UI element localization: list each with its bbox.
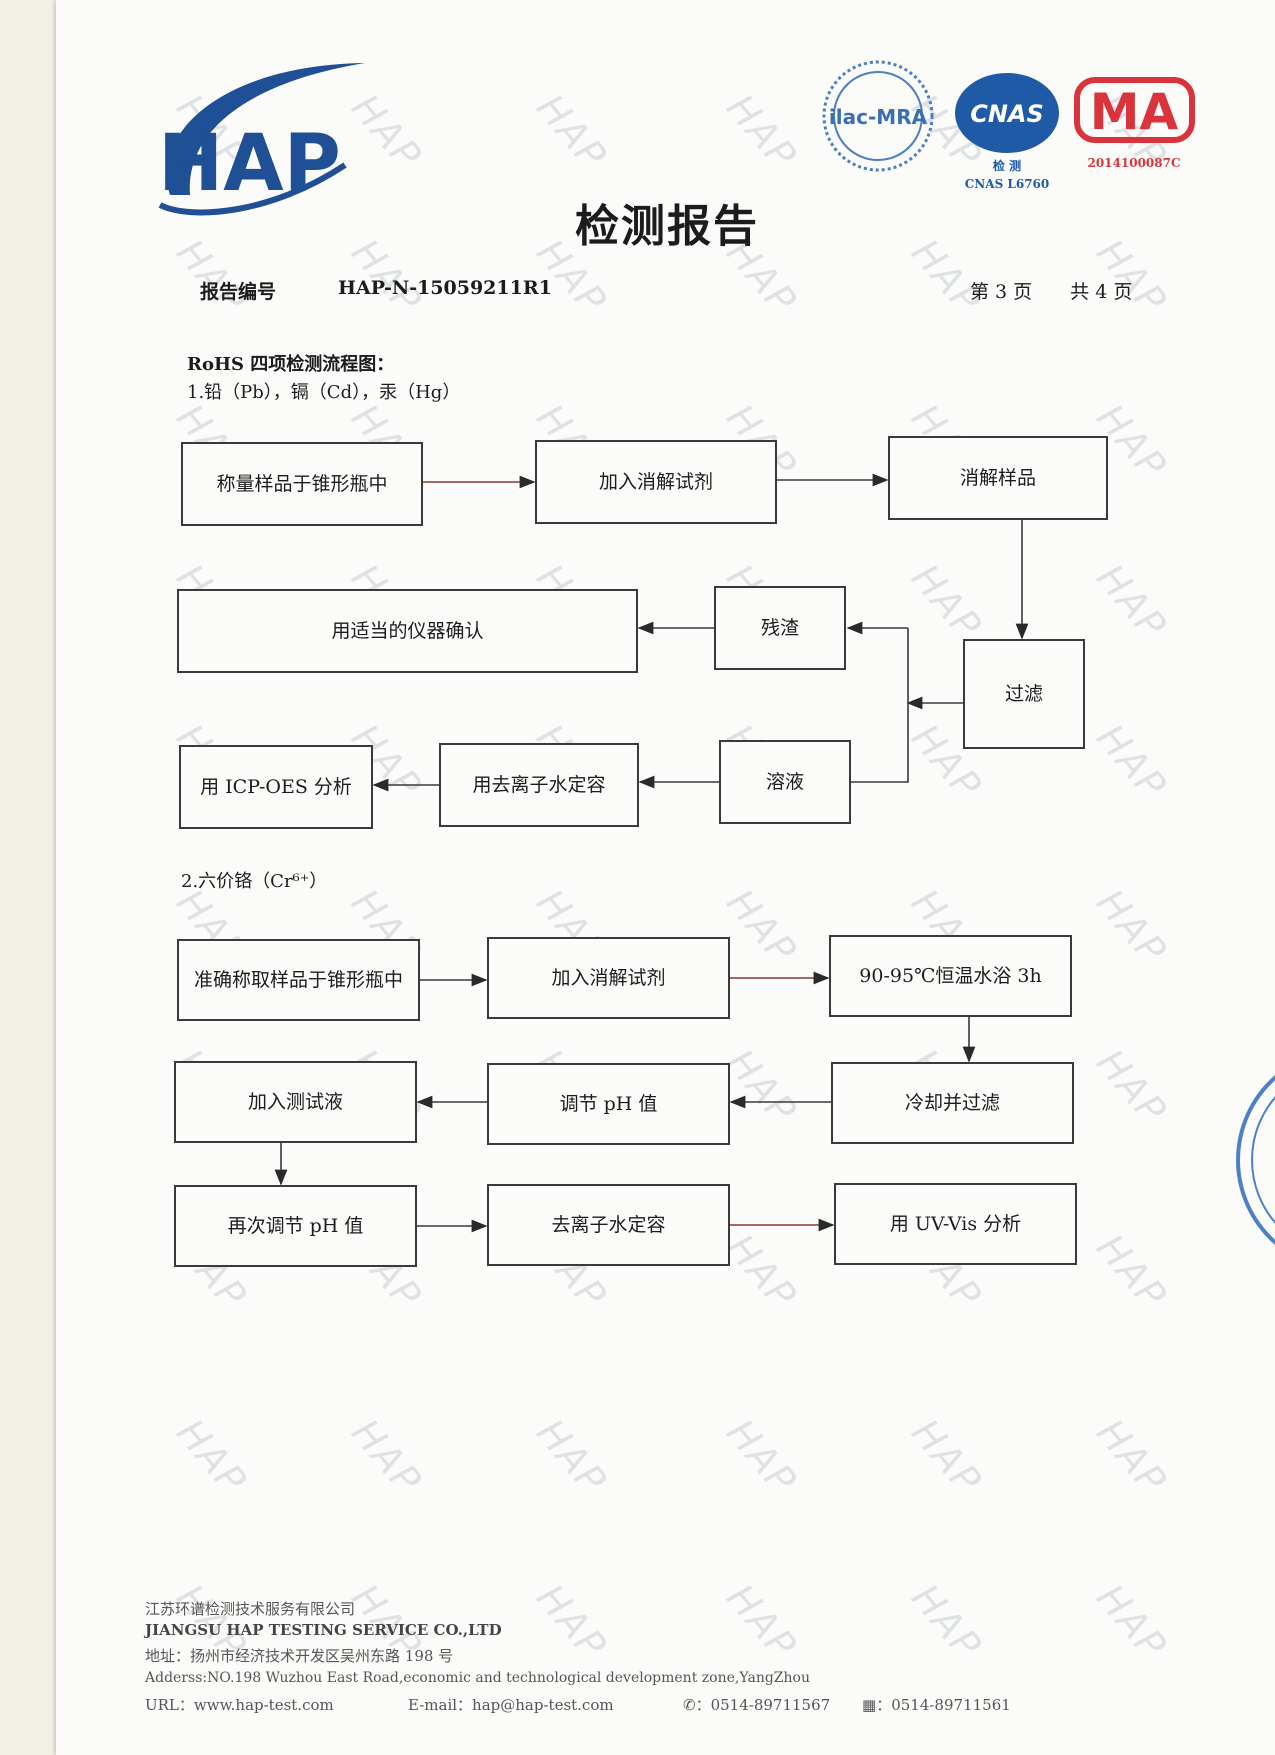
section-title: RoHS 四项检测流程图： <box>187 354 395 375</box>
flow1-step-dilute: 用去离子水定容 <box>439 743 639 827</box>
phone-number: ：0514-89711567 <box>695 1696 831 1714</box>
flow1-step-instrument-confirm: 用适当的仪器确认 <box>177 589 638 673</box>
flow1-step-weigh: 称量样品于锥形瓶中 <box>181 442 423 526</box>
cnas-code: CNAS L6760 <box>965 177 1050 191</box>
bracket-f1 <box>851 628 909 783</box>
document-page <box>56 0 1275 1755</box>
cnas-text: CNAS <box>970 100 1044 128</box>
flow2-step-add-reagent: 加入消解试剂 <box>487 937 730 1019</box>
footer-address-en: Adderss:NO.198 Wuzhou East Road,economic… <box>145 1670 810 1686</box>
flow1-step-add-reagent: 加入消解试剂 <box>535 440 777 524</box>
fax-icon: ▦ <box>862 1696 877 1714</box>
cma-seal: MA 2014100087C <box>1074 77 1195 170</box>
footer-url: URL：www.hap-test.com <box>145 1696 334 1714</box>
hap-logo: HAP <box>158 63 365 216</box>
flow2-step-dilute: 去离子水定容 <box>487 1184 730 1266</box>
ma-code: 2014100087C <box>1087 156 1180 170</box>
footer-address-cn: 地址：扬州市经济技术开发区吴州东路 198 号 <box>145 1647 454 1665</box>
footer-company-en: JIANGSU HAP TESTING SERVICE CO.,LTD <box>145 1621 502 1639</box>
company-stamp-fragment <box>1236 1075 1275 1245</box>
report-number-label: 报告编号 <box>200 281 277 303</box>
flow1-step-solution: 溶液 <box>719 740 851 824</box>
flow2-step-readjust-ph: 再次调节 pH 值 <box>174 1185 417 1267</box>
logo-text: HAP <box>158 119 341 209</box>
phone-icon: ✆ <box>683 1696 696 1714</box>
flow2-step-add-test-solution: 加入测试液 <box>174 1061 417 1143</box>
cnas-subtitle: 检 测 <box>993 158 1021 173</box>
cnas-seal: CNAS 检 测 CNAS L6760 <box>955 73 1059 191</box>
footer-fax: ▦：0514-89711561 <box>862 1694 1011 1715</box>
flow2-step-cool-filter: 冷却并过滤 <box>831 1062 1074 1144</box>
ma-text: MA <box>1090 83 1179 141</box>
ilac-mra-seal: ilac-MRA <box>822 60 934 172</box>
page-info: 第 3 页 共 4 页 <box>970 281 1133 303</box>
flow2-step-weigh: 准确称取样品于锥形瓶中 <box>177 939 420 1021</box>
fax-number: ：0514-89711561 <box>876 1696 1011 1714</box>
report-number-value: HAP-N-15059211R1 <box>338 277 552 299</box>
page-title: 检测报告 <box>575 201 759 252</box>
footer-company-cn: 江苏环谱检测技术服务有限公司 <box>145 1600 356 1618</box>
flow2-step-water-bath: 90-95℃恒温水浴 3h <box>829 935 1072 1017</box>
ilac-text: ilac-MRA <box>829 105 928 129</box>
footer-phone: ✆：0514-89711567 <box>683 1694 830 1715</box>
flow1-heading: 1.铅（Pb），镉（Cd），汞（Hg） <box>187 382 461 403</box>
flow2-step-uv-analysis: 用 UV-Vis 分析 <box>834 1183 1077 1265</box>
flow2-heading: 2.六价铬（Cr⁶⁺） <box>181 871 328 892</box>
flow2-step-adjust-ph: 调节 pH 值 <box>487 1063 730 1145</box>
footer-email: E-mail：hap@hap-test.com <box>408 1696 614 1714</box>
flow1-step-filter: 过滤 <box>963 639 1085 749</box>
flow1-step-icp-analysis: 用 ICP-OES 分析 <box>179 745 373 829</box>
page-edge <box>0 0 56 1755</box>
flow1-step-digest: 消解样品 <box>888 436 1108 520</box>
flow1-step-residue: 残渣 <box>714 586 846 670</box>
